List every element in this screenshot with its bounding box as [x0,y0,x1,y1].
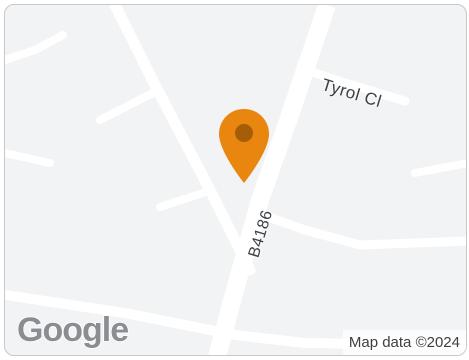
road-minor-left [5,149,54,167]
map-viewport[interactable]: Tyrol Cl B4186 Google Map data ©2024 [4,4,467,356]
road-minor-spur-lower [156,189,207,211]
road-minor-top-left [5,31,67,64]
road-minor-spur-left [96,89,157,124]
google-logo: Google [16,310,130,350]
map-attribution[interactable]: Map data ©2024 [342,330,466,355]
road-minor-right [411,159,466,177]
road-east-branch [258,210,466,250]
road-b4186 [208,5,336,355]
road-diagonal-main [109,5,256,276]
location-pin-icon[interactable] [217,107,271,187]
road-tyrol-close [310,68,410,106]
